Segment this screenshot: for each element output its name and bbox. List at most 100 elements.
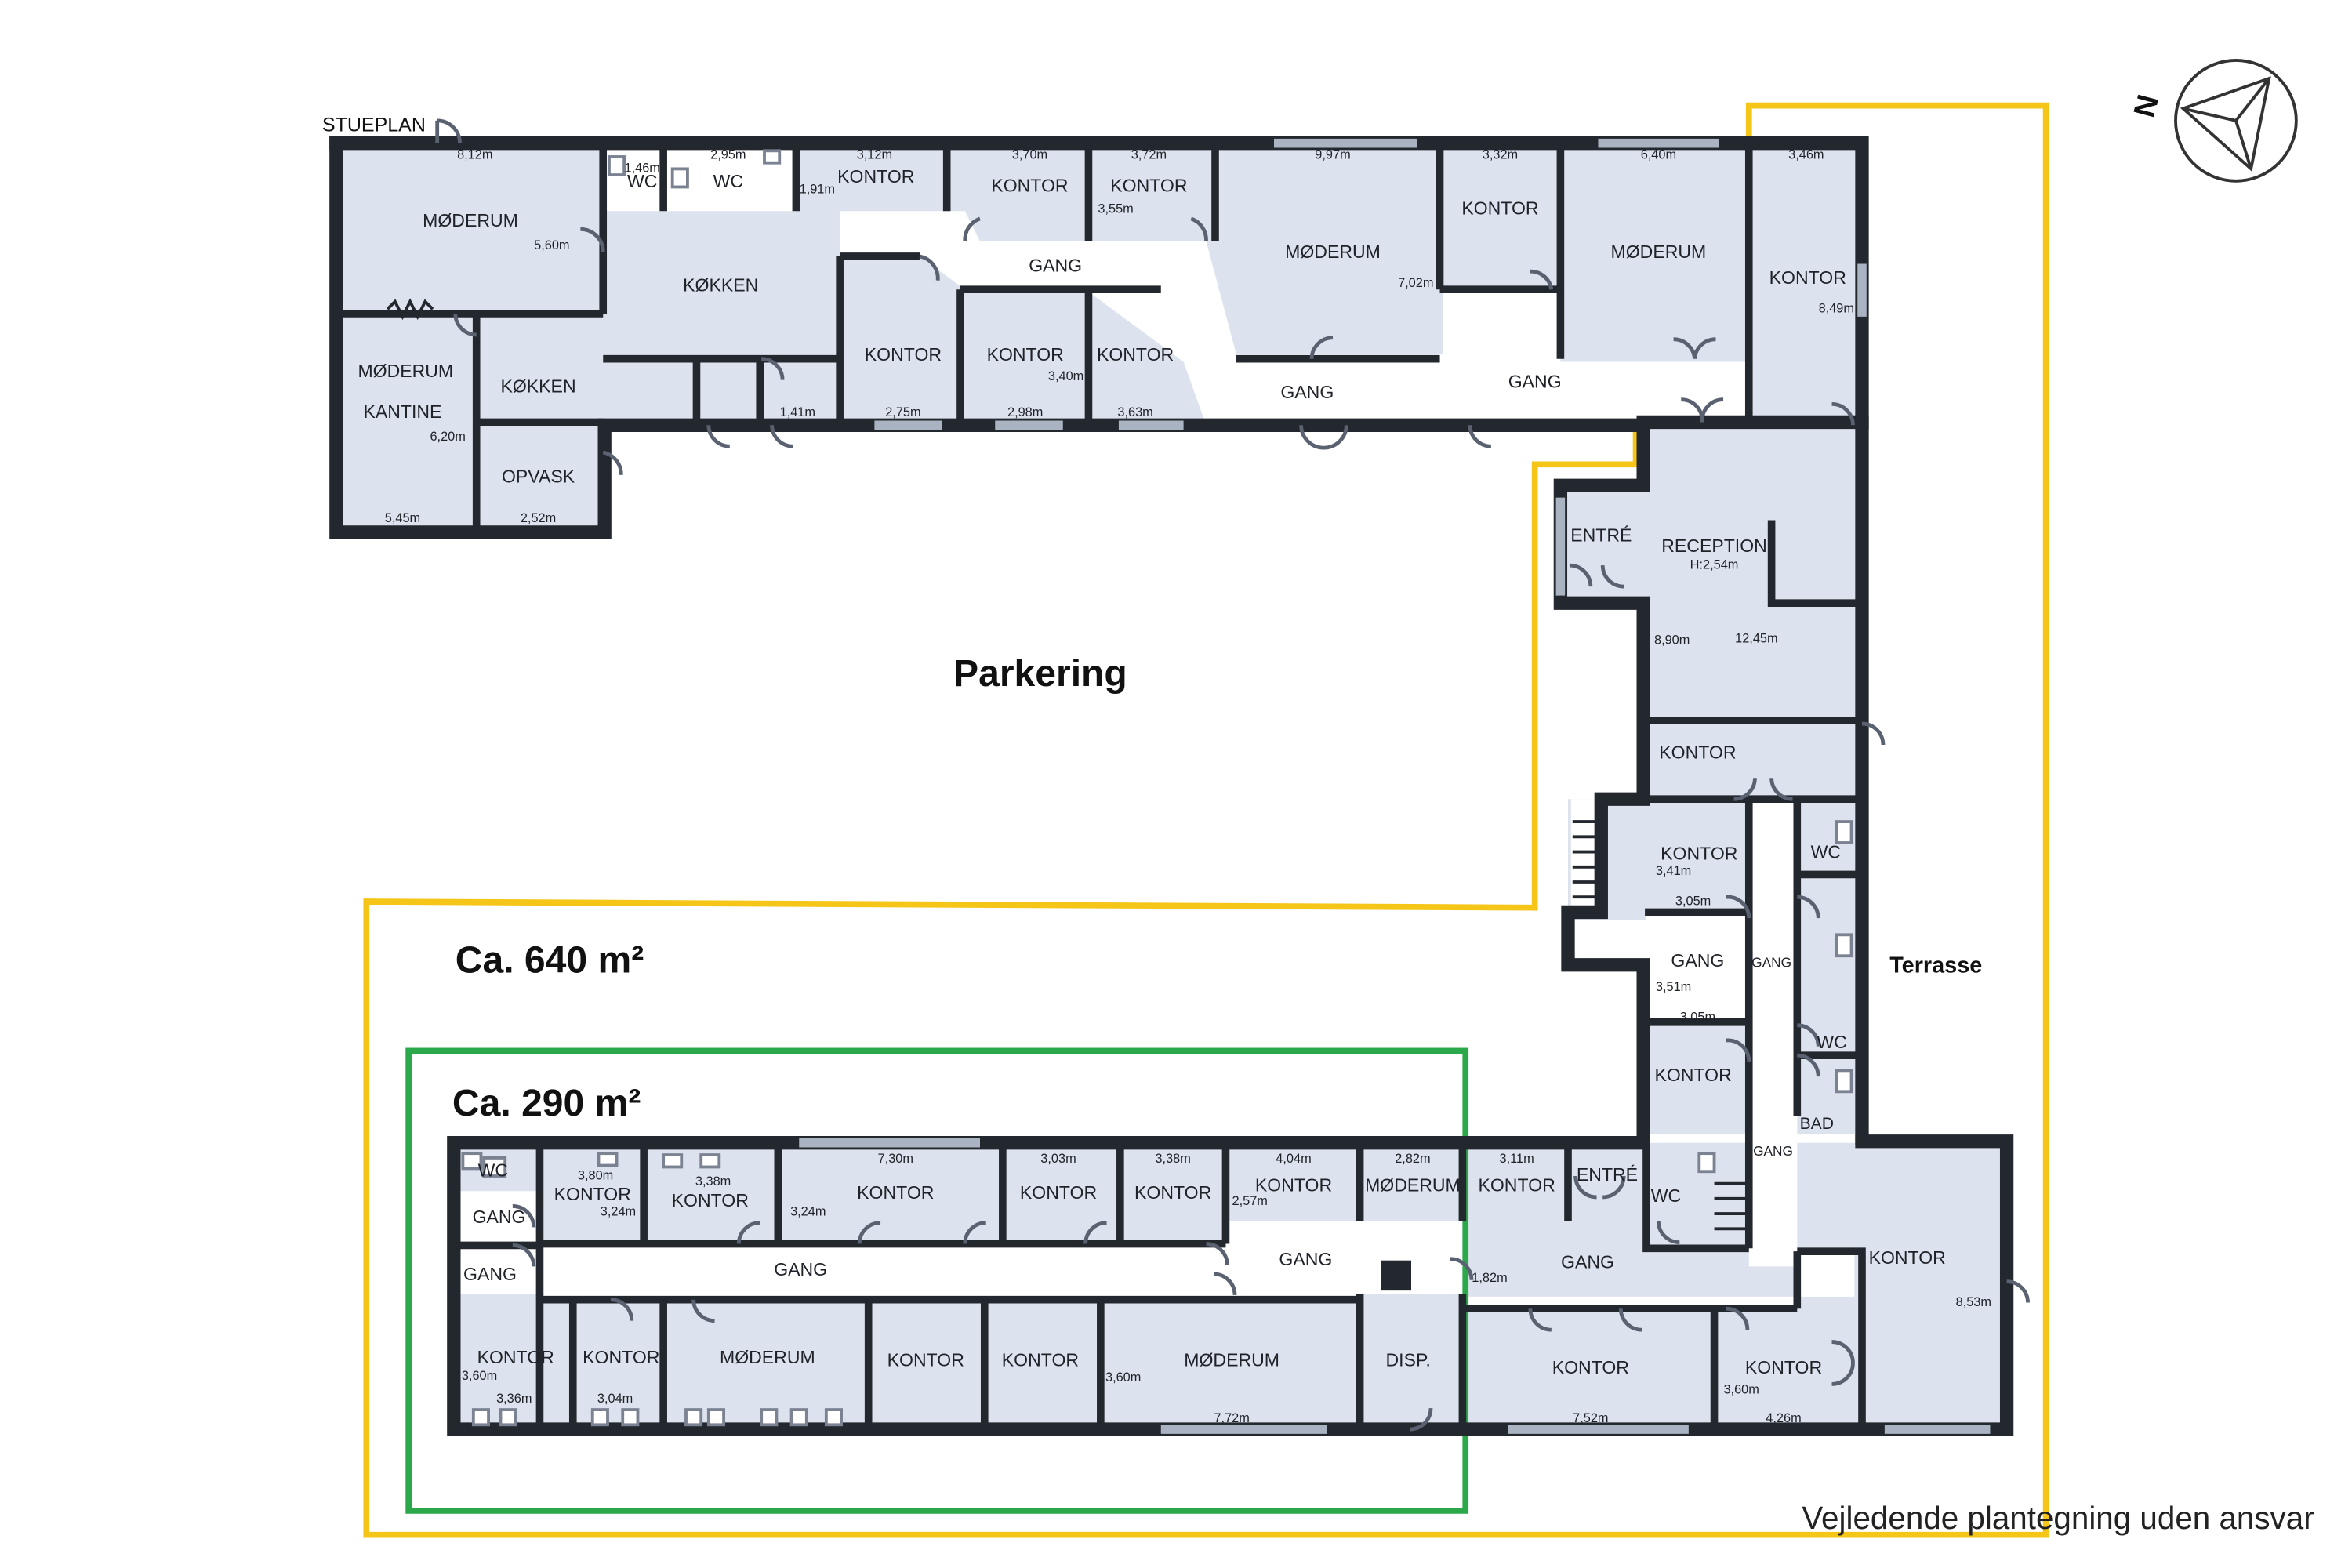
- room-label: GANG: [1671, 950, 1724, 971]
- dimension-label: 3,11m: [1500, 1152, 1534, 1166]
- room-label: KONTOR: [1661, 843, 1737, 863]
- room-label: DISP.: [1386, 1350, 1431, 1370]
- room-label: KONTOR: [554, 1184, 631, 1204]
- dimension-label: 2,98m: [1007, 405, 1043, 419]
- room-label: ENTRÉ: [1577, 1164, 1638, 1185]
- room-label: KONTOR: [1654, 1065, 1731, 1085]
- room-label: GANG: [1751, 954, 1791, 970]
- room-label: RECEPTION: [1661, 535, 1767, 556]
- dimension-label: 7,52m: [1573, 1411, 1608, 1425]
- dimension-label: 3,05m: [1680, 1010, 1715, 1024]
- room-label: GANG: [1561, 1252, 1614, 1272]
- dimension-label: 12,45m: [1735, 632, 1777, 646]
- windows: [799, 138, 1991, 1434]
- room-label: KONTOR: [477, 1347, 554, 1367]
- dimension-label: 1,41m: [780, 405, 815, 419]
- room-label: KANTINE: [363, 401, 441, 422]
- walls: [329, 136, 2014, 1436]
- room-label: WC: [1811, 842, 1841, 862]
- dimension-label: 3,32m: [1483, 147, 1518, 162]
- dimension-label: 3,60m: [1723, 1382, 1759, 1396]
- room-label: GANG: [1508, 372, 1562, 392]
- dimension-label: 2,52m: [521, 511, 556, 525]
- dimension-label: 3,72m: [1131, 147, 1167, 162]
- green-area-outline: [405, 1047, 1469, 1514]
- dimension-label: 2,75m: [885, 405, 920, 419]
- dimension-label: 3,46m: [1788, 147, 1824, 162]
- fixtures: [386, 149, 1853, 1427]
- room-label: KONTOR: [1134, 1182, 1211, 1203]
- dimension-label: 3,05m: [1675, 894, 1711, 908]
- dimension-label: 3,60m: [462, 1369, 497, 1383]
- room-label: MØDERUM: [423, 210, 518, 230]
- dimension-label: 8,12m: [457, 147, 492, 162]
- room-label: KONTOR: [857, 1182, 934, 1203]
- doors: [435, 118, 2030, 1432]
- dimension-label: 7,72m: [1214, 1411, 1249, 1425]
- room-label: KONTOR: [1002, 1350, 1079, 1370]
- dimension-label: 3,04m: [597, 1392, 633, 1406]
- dimension-label: 2,57m: [1232, 1194, 1268, 1208]
- compass-icon: N: [2128, 59, 2298, 183]
- dimension-label: 5,45m: [385, 511, 420, 525]
- room-label: GANG: [1280, 382, 1334, 402]
- dimension-label: 2,82m: [1395, 1152, 1430, 1166]
- room-label: H:2,54m: [1690, 557, 1739, 572]
- room-label: KONTOR: [1869, 1247, 1946, 1268]
- room-labels: MØDERUM MØDERUM KANTINE WC WC KØKKEN KØK…: [358, 166, 1945, 1377]
- dimension-label: 9,97m: [1315, 147, 1350, 162]
- dimension-label: 3,38m: [1155, 1152, 1190, 1166]
- dimension-label: 3,55m: [1098, 202, 1133, 216]
- room-label: GANG: [1279, 1249, 1332, 1269]
- corridors: [456, 143, 1855, 1309]
- room-label: KONTOR: [1659, 742, 1736, 763]
- terrace-label: Terrasse: [1889, 953, 1982, 978]
- room-label: MØDERUM: [1365, 1175, 1461, 1196]
- room-label: KONTOR: [672, 1190, 749, 1210]
- room-label: BAD: [1800, 1115, 1834, 1133]
- dimension-label: 3,24m: [601, 1204, 636, 1218]
- room-label: KONTOR: [583, 1347, 659, 1367]
- room-label: KONTOR: [987, 344, 1064, 365]
- room-label: OPVASK: [502, 466, 575, 487]
- room-label: GANG: [473, 1207, 526, 1227]
- room-label: KONTOR: [1255, 1175, 1332, 1196]
- dimension-label: 3,40m: [1048, 369, 1083, 383]
- room-label: MØDERUM: [1611, 241, 1707, 262]
- room-label: MØDERUM: [358, 361, 453, 381]
- dimension-label: 7,02m: [1398, 276, 1433, 290]
- dimension-label: 3,70m: [1012, 147, 1047, 162]
- room-label: KONTOR: [1745, 1357, 1822, 1377]
- room-label: MØDERUM: [720, 1347, 815, 1367]
- dimension-label: 2,95m: [710, 147, 746, 162]
- room-label: GANG: [1029, 255, 1082, 275]
- dimension-label: 4,04m: [1276, 1152, 1311, 1166]
- compass-north-label: N: [2128, 91, 2166, 121]
- room-label: GANG: [1753, 1143, 1793, 1159]
- dimension-label: 3,38m: [695, 1174, 731, 1189]
- dimension-label: 3,36m: [496, 1392, 532, 1406]
- room-label: GANG: [463, 1264, 517, 1284]
- dimension-label: 7,30m: [878, 1152, 913, 1166]
- dimension-label: 4,26m: [1766, 1411, 1801, 1425]
- room-label: MØDERUM: [1285, 241, 1381, 262]
- room-label: KONTOR: [991, 176, 1068, 196]
- dimension-label: 3,63m: [1117, 405, 1152, 419]
- dimension-label: 8,53m: [1956, 1295, 1991, 1309]
- dimension-label: 3,80m: [578, 1168, 613, 1182]
- dimension-label: 8,90m: [1654, 633, 1690, 648]
- stairs: [1572, 820, 1746, 1231]
- plan-title: STUEPLAN: [322, 114, 426, 136]
- dimension-labels: 8,12m 1,46m 2,95m 3,12m 1,91m 3,70m 3,72…: [385, 147, 1991, 1425]
- area-640-label: Ca. 640 m²: [456, 938, 644, 981]
- room-label: KONTOR: [837, 166, 914, 187]
- room-label: WC: [627, 171, 657, 191]
- dimension-label: 6,40m: [1641, 147, 1676, 162]
- dimension-label: 3,60m: [1105, 1370, 1141, 1385]
- area-290-label: Ca. 290 m²: [452, 1082, 641, 1124]
- room-label: KONTOR: [865, 344, 942, 365]
- room-label: WC: [1817, 1032, 1846, 1052]
- room-label: GANG: [774, 1259, 827, 1279]
- dimension-label: 3,41m: [1656, 864, 1691, 878]
